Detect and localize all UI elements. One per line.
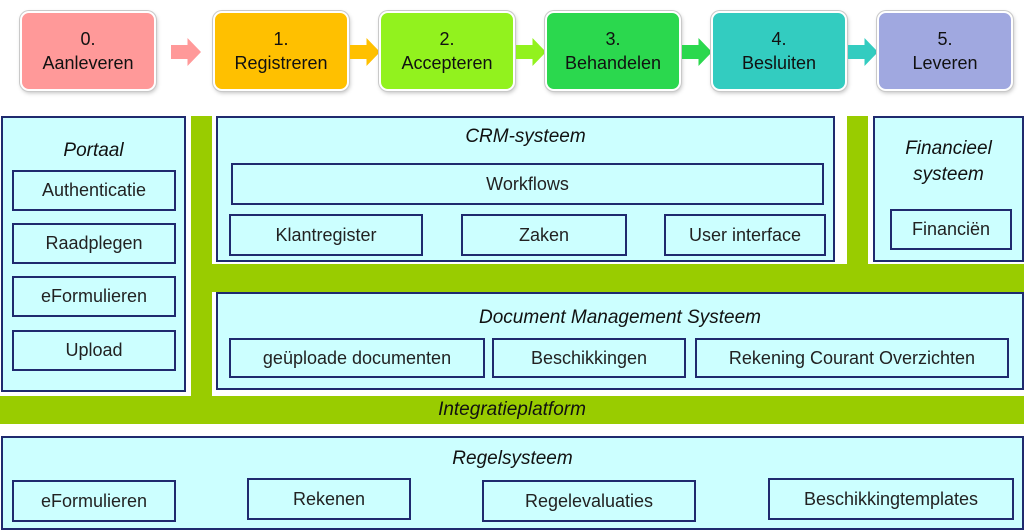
arrow-right-icon [350,38,380,66]
portaal-item-authenticatie: Authenticatie [12,170,176,211]
dms-item-beschikkingen: Beschikkingen [492,338,686,378]
crm-workflows: Workflows [231,163,824,205]
arrow-right-icon [516,38,546,66]
step-label: Behandelen [564,53,662,73]
step-number: 1. [273,29,289,49]
step-number: 2. [439,29,455,49]
portaal-item-eformulieren: eFormulieren [12,276,176,317]
financieel-panel: Financieel systeem Financiën [873,116,1024,262]
financieel-title-line1: Financieel [905,138,992,159]
arrow-right-icon [682,38,712,66]
dms-panel: Document Management Systeem geüploade do… [216,292,1024,390]
regelsysteem-panel: Regelsysteem eFormulieren Rekenen Regele… [1,436,1024,530]
step-label: Accepteren [401,53,493,73]
crm-item-zaken: Zaken [461,214,627,256]
step-label: Registreren [234,53,328,73]
crm-panel: CRM-systeem Workflows Klantregister Zake… [216,116,835,262]
step-number: 5. [937,29,953,49]
integration-bar-vertical-left [191,116,212,396]
regels-item-rekenen: Rekenen [247,478,411,520]
step-number: 3. [605,29,621,49]
dms-item-rekening-courant: Rekening Courant Overzichten [695,338,1009,378]
regels-item-eformulieren: eFormulieren [12,480,176,522]
step-leveren: 5. Leveren [877,11,1013,91]
crm-item-user-interface: User interface [664,214,826,256]
crm-item-klantregister: Klantregister [229,214,423,256]
step-behandelen: 3. Behandelen [545,11,681,91]
portaal-item-raadplegen: Raadplegen [12,223,176,264]
financieel-title-line2: systeem [913,164,984,185]
step-label: Besluiten [741,53,817,73]
step-label: Leveren [912,53,978,73]
step-besluiten: 4. Besluiten [711,11,847,91]
arrow-right-icon [171,38,201,66]
step-label: Aanleveren [42,53,134,73]
integratieplatform-label: Integratieplatform [438,399,586,420]
step-number: 0. [80,29,96,49]
regels-item-regelevaluaties: Regelevaluaties [482,480,696,522]
step-aanleveren: 0. Aanleveren [20,11,156,91]
step-number: 4. [771,29,787,49]
step-registreren: 1. Registreren [213,11,349,91]
dms-title: Document Management Systeem [479,307,761,328]
portaal-panel: Portaal Authenticatie Raadplegen eFormul… [1,116,186,392]
regelsysteem-title: Regelsysteem [452,448,573,469]
arrow-right-icon [848,38,878,66]
regels-item-beschikkingtemplates: Beschikkingtemplates [768,478,1014,520]
integration-bar-middle [191,264,1024,292]
portaal-item-upload: Upload [12,330,176,371]
crm-title: CRM-systeem [465,126,586,147]
dms-item-geuploade-documenten: geüploade documenten [229,338,485,378]
step-accepteren: 2. Accepteren [379,11,515,91]
integration-bar-main [0,396,1024,424]
financieel-item-financien: Financiën [890,209,1012,250]
integration-bar-vertical-right [847,116,868,266]
portaal-title: Portaal [63,140,124,161]
